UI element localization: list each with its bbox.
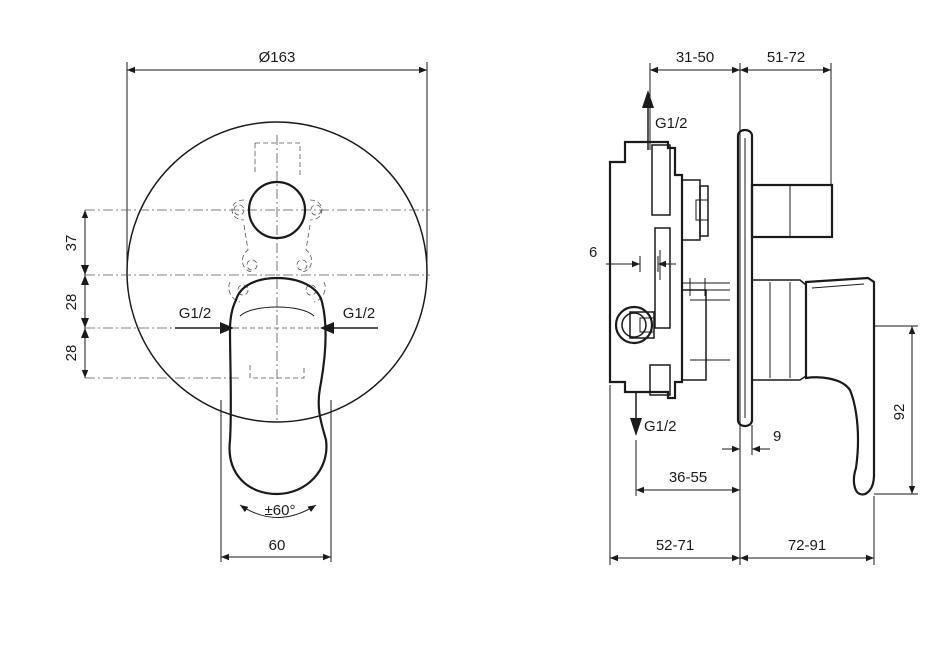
- dim-9-group: 9: [722, 425, 781, 455]
- handle-width-label: 60: [269, 537, 286, 554]
- lever-side: [752, 276, 876, 496]
- dim-72-91: 72-91: [788, 537, 826, 554]
- inlet-right: G1/2: [320, 305, 378, 334]
- lever-handle: [228, 276, 328, 496]
- inlet-left: G1/2: [175, 305, 234, 334]
- dim-52-71: 52-71: [656, 537, 694, 554]
- dim-6-group: 6: [589, 244, 676, 272]
- wall-plate: [736, 128, 754, 428]
- dim-28-top: 28: [63, 294, 80, 311]
- hidden-body-outline: [228, 142, 326, 379]
- dim-92: 92: [891, 404, 908, 421]
- cartridge-cap: [750, 183, 834, 239]
- dim-51-72: 51-72: [767, 49, 805, 66]
- diameter-label: Ø163: [259, 49, 296, 66]
- vertical-dimensions: 37 28 28: [63, 210, 89, 378]
- mounting-box: [608, 140, 730, 400]
- dim-92-group: 92: [874, 325, 918, 495]
- cartridge-opening: [247, 180, 307, 240]
- rotation-label: ±60°: [265, 502, 296, 519]
- cover-plate: [126, 121, 428, 423]
- svg-text:G1/2: G1/2: [655, 115, 688, 132]
- diameter-dimension: Ø163: [126, 49, 428, 272]
- dim-31-50: 31-50: [676, 49, 714, 66]
- rotation-indicator: ±60°: [239, 502, 317, 519]
- svg-text:G1/2: G1/2: [343, 305, 376, 322]
- bottom-dimensions: 52-71 72-91: [609, 385, 875, 565]
- dim-6: 6: [589, 244, 597, 261]
- front-view: Ø163: [63, 49, 430, 562]
- svg-text:G1/2: G1/2: [179, 305, 212, 322]
- side-view: 31-50 51-72 G1/2: [589, 49, 918, 565]
- dim-28-bottom: 28: [63, 345, 80, 362]
- dim-36-55: 36-55: [669, 469, 707, 486]
- handle-width-dimension: 60: [220, 400, 332, 562]
- dim-37: 37: [63, 235, 80, 252]
- dim-36-55-group: 36-55: [635, 440, 740, 496]
- svg-text:G1/2: G1/2: [644, 418, 677, 435]
- dim-9: 9: [773, 428, 781, 445]
- outlet-bottom: G1/2: [630, 392, 677, 436]
- top-dimensions: 31-50 51-72: [649, 49, 832, 565]
